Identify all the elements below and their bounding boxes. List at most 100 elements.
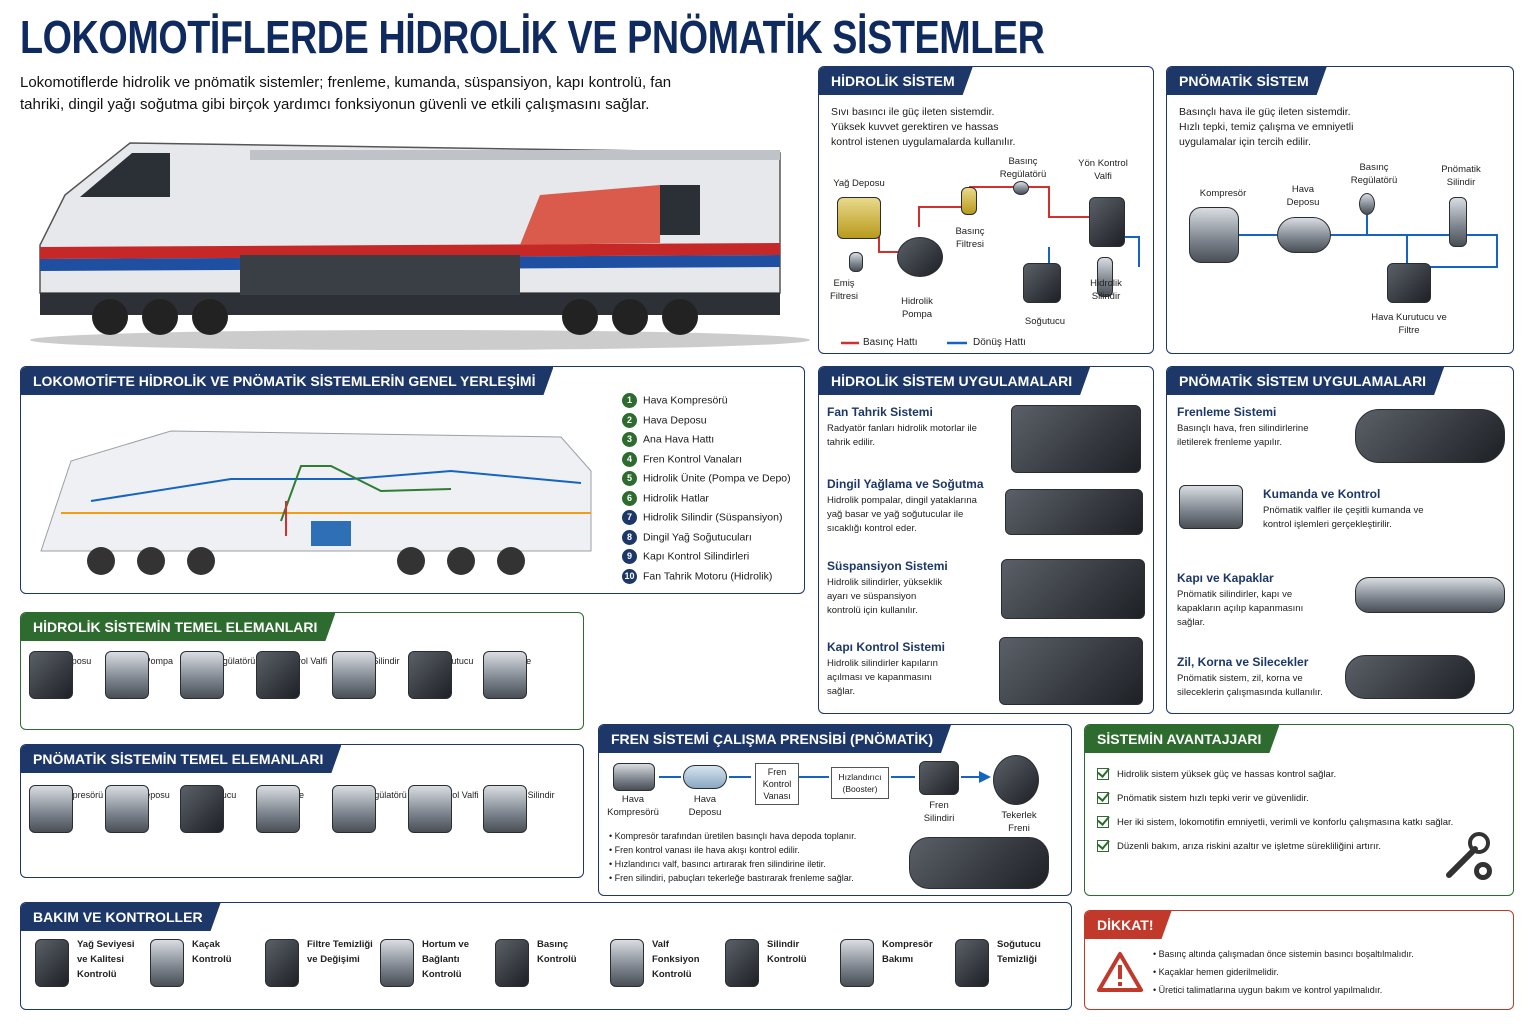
element-icon [29,651,73,699]
advantage-text: Düzenli bakım, arıza riskini azaltır ve … [1117,841,1381,852]
brake-bullet: • Fren kontrol vanası ile hava akışı kon… [609,843,909,857]
element-icon [180,785,225,833]
warning-item: • Basınç altında çalışmadan önce sistemi… [1153,945,1503,963]
oil-tank-icon [837,197,881,239]
brake-title: FREN SİSTEMİ ÇALIŞMA PRENSİBİ (PNÖMATİK) [599,725,951,753]
warning-text: Kaçaklar hemen giderilmelidir. [1158,967,1279,977]
advantage-item: Düzenli bakım, arıza riskini azaltır ve … [1097,835,1497,859]
pump-icon [897,237,943,277]
advantage-text: Pnömatik sistem hızlı tepki verir ve güv… [1117,793,1309,804]
hydraulic-cylinder-icon [1097,257,1113,297]
bullet-dot: • [609,873,615,883]
brake-bullets: • Kompresör tarafından üretilen basınçlı… [609,829,909,885]
maintenance-icon [150,939,184,987]
bullet-dot: • [609,845,615,855]
element-item: Hava Kompresörü [29,785,105,833]
layout-legend-item: 9 Kapı Kontrol Silindirleri [622,549,749,564]
bullet-dot: • [1153,985,1159,995]
hyd-app-0-title: Fan Tahrik Sistemi [827,405,933,419]
pn-app-2-title: Kapı ve Kapaklar [1177,571,1274,585]
element-icon [29,785,73,833]
brake-tank-icon [683,765,727,789]
bullet-text: Fren silindiri, pabuçları tekerleğe bast… [614,873,854,883]
legend-number: 3 [622,432,637,447]
pn-app-3-text: Pnömatik sistem, zil, korna ve silecekle… [1177,673,1323,698]
advantage-text: Hidrolik sistem yüksek güç ve hassas kon… [1117,769,1337,780]
page-title: LOKOMOTİFLERDE HİDROLİK VE PNÖMATİK SİST… [20,11,1045,63]
pn-app-1-text: Pnömatik valfler ile çeşitli kumanda ve … [1263,505,1424,530]
brake-label-cylinder: Fren Silindiri [923,800,955,824]
element-icon [483,785,528,833]
warning-item: • Kaçaklar hemen giderilmelidir. [1153,963,1503,981]
pn-app-0-text: Basınçlı hava, fren silindirlerine ileti… [1177,423,1309,448]
brake-valve-box: Fren Kontrol Vanası [755,763,799,805]
element-icon [104,785,149,833]
hyd-apps-title: HİDROLİK SİSTEM UYGULAMALARI [819,367,1090,395]
bullet-text: Kompresör tarafından üretilen basınçlı h… [614,831,857,841]
pn-app-0-title: Frenleme Sistemi [1177,405,1277,419]
bullet-dot: • [1153,967,1159,977]
locomotive-image [20,125,810,355]
element-icon [256,785,301,833]
hydraulic-system-panel: HİDROLİK SİSTEM Sıvı basıncı ile güç ile… [818,66,1154,354]
label-air-tank: Hava Deposu [1286,184,1320,208]
element-icon [407,785,452,833]
pneumatic-desc: Basınçlı hava ile güç ileten sistemdir. … [1179,106,1354,148]
pn-apps-title: PNÖMATİK SİSTEM UYGULAMALARI [1167,367,1444,395]
element-item: Yön Kontrol Valfi [407,785,484,833]
warning-text: Basınç altında çalışmadan önce sistemin … [1158,949,1414,959]
label-cylinder: Hidrolik Silindir [1090,278,1122,302]
fan-icon [1011,405,1141,473]
legend-label: Hidrolik Ünite (Pompa ve Depo) [643,472,791,485]
brake-label-wheel: Tekerlek Freni [1001,810,1037,834]
element-icon [104,651,149,699]
brake-label-tank: Hava Deposu [688,794,722,818]
legend-label: Hidrolik Hatlar [643,491,709,504]
label-pn-cylinder: Pnömatik Silindir [1441,164,1481,188]
pn-cylinder-icon [1449,197,1467,247]
legend-label: Fan Tahrik Motoru (Hidrolik) [643,569,773,582]
axle-cooler-icon [1005,489,1143,535]
advantage-text: Her iki sistem, lokomotifin emniyetli, v… [1117,817,1454,828]
suspension-icon [1001,559,1145,619]
brake-bullet: • Hızlandırıcı valf, basıncı artırarak f… [609,857,909,871]
label-dryer: Hava Kurutucu ve Filtre [1371,312,1447,336]
brake-label-compressor: Hava Kompresörü [607,794,659,818]
element-item: Yön Kontrol Valfi [256,651,332,699]
legend-label: Kapı Kontrol Silindirleri [643,550,750,563]
warning-list: • Basınç altında çalışmadan önce sistemi… [1153,945,1503,999]
legend-number: 7 [622,510,637,525]
element-icon [180,651,225,699]
legend-number: 9 [622,549,637,564]
booster-box: Hızlandırıcı (Booster) [831,767,889,799]
element-item: Filtre [483,651,559,699]
brake-icon [1355,409,1505,463]
control-valve-icon [1179,485,1243,529]
legend-label: Ana Hava Hattı [643,433,715,446]
layout-title: LOKOMOTİFTE HİDROLİK VE PNÖMATİK SİSTEML… [21,367,553,395]
door-cylinder-icon [999,637,1143,705]
label-tank: Yağ Deposu [833,178,885,189]
check-icon [1097,840,1109,853]
advantages-list: Hidrolik sistem yüksek güç ve hassas kon… [1097,763,1497,859]
label-filter: Basınç Filtresi [955,226,985,250]
element-item: Filtre [256,785,332,833]
hydraulic-desc: Sıvı basıncı ile güç ileten sistemdir. Y… [831,106,1016,148]
door-pn-cylinder-icon [1355,577,1505,613]
direction-valve-icon [1089,197,1125,247]
maintenance-label: Hortum ve Bağlantı Kontrolü [422,939,469,980]
maintenance-icon [35,939,69,987]
brake-bullet: • Kompresör tarafından üretilen basınçlı… [609,829,909,843]
check-icon [1097,816,1109,829]
legend-label: Hava Deposu [643,413,707,426]
legend-label: Dingil Yağ Soğutucuları [643,530,752,543]
pn-apps-panel: PNÖMATİK SİSTEM UYGULAMALARI Frenleme Si… [1166,366,1514,714]
hyd-elements-title: HİDROLİK SİSTEMİN TEMEL ELEMANLARI [21,613,335,641]
maintenance-icon [840,939,874,987]
